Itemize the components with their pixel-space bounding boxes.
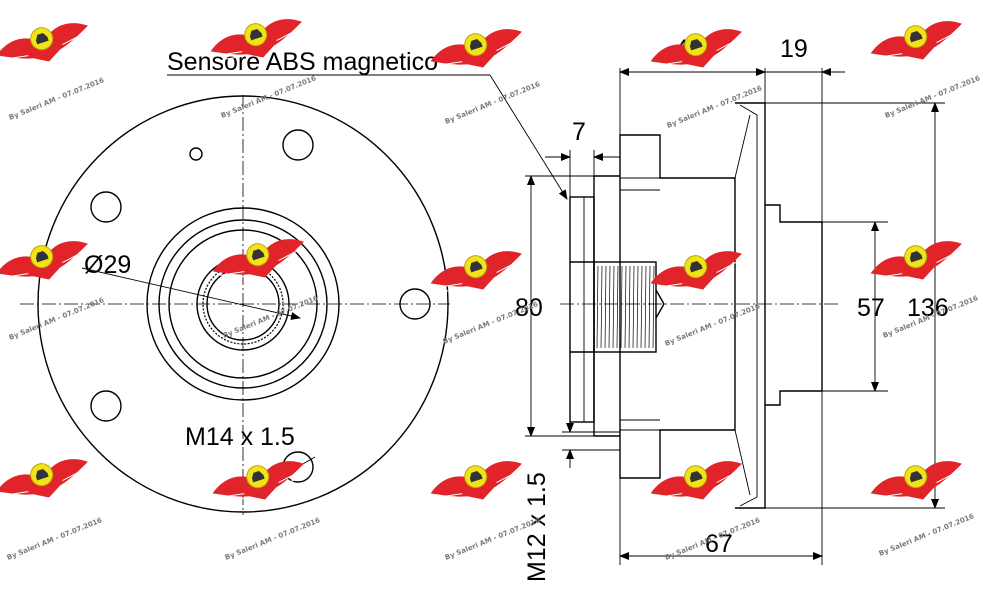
bolt-hole-top [282, 129, 314, 161]
watermark-text: By Saleri AM - 07.07.2016 [8, 296, 106, 342]
spline-tooth [648, 265, 651, 349]
front-view: Ø29 M14 x 1.5 [20, 95, 450, 515]
spline-tooth [608, 265, 611, 349]
spline-tip [655, 289, 665, 319]
hub-ring-outer [146, 207, 340, 401]
pin-hole [189, 147, 203, 161]
spline-tooth [620, 265, 623, 349]
watermark-logo [426, 450, 530, 515]
spline-outer [202, 263, 284, 345]
spline-shaft [593, 261, 657, 353]
dim-67-label: 67 [705, 530, 733, 558]
watermark-logo [866, 230, 970, 295]
brake-disc-bevel [739, 104, 758, 507]
spline-tooth [624, 265, 627, 349]
watermark-text: By Saleri AM - 07.07.2016 [220, 74, 318, 120]
hub-body-edges [570, 175, 620, 437]
watermark-text: By Saleri AM - 07.07.2016 [878, 512, 976, 558]
dim-7-label: 7 [572, 118, 586, 146]
watermark-text: By Saleri AM - 07.07.2016 [6, 516, 104, 562]
bolt-hole-lower-left [90, 390, 122, 422]
watermark-logo [426, 240, 530, 305]
watermark-text: By Saleri AM - 07.07.2016 [442, 300, 540, 346]
watermark-logo [0, 448, 96, 513]
spline-tooth [628, 265, 631, 349]
watermark-logo [866, 10, 970, 75]
spline-tooth [604, 265, 607, 349]
spline-tooth [612, 265, 615, 349]
watermark-text: By Saleri AM - 07.07.2016 [444, 80, 542, 126]
bore-diameter-label: Ø29 [84, 251, 131, 279]
hub-ring-mid [158, 219, 328, 389]
hub-ring-inner [168, 229, 318, 379]
watermark-logo [0, 12, 96, 77]
side-view [525, 68, 945, 565]
sensor-ring [569, 196, 595, 423]
watermark-logo [866, 450, 970, 515]
abs-sensor-leader [489, 74, 568, 200]
bolt-thread-label: M12 x 1.5 [523, 472, 551, 582]
watermark-layer: By Saleri AM - 07.07.2016 By Saleri AM -… [0, 8, 982, 562]
dimensions: 48 19 7 80 57 136 67 M12 x 1.5 [515, 35, 949, 582]
brake-disc-face [735, 102, 766, 509]
spline-tooth [636, 265, 639, 349]
spline-teeth [596, 265, 655, 349]
bolt-hole-right [399, 288, 431, 320]
abs-sensor-label: Sensore ABS magnetico [167, 48, 438, 76]
spline-tooth [640, 265, 643, 349]
bolt-hole-upper-left [90, 191, 122, 223]
dim-19-label: 19 [780, 35, 808, 63]
watermark-text: By Saleri AM - 07.07.2016 [664, 302, 762, 348]
spline-tooth [652, 265, 655, 349]
pilot-boss [765, 204, 823, 406]
dim-80-label: 80 [515, 294, 543, 322]
watermark-logo [426, 18, 530, 83]
dim-136-label: 136 [907, 294, 949, 322]
spline-tooth [632, 265, 635, 349]
spline-tooth [600, 265, 603, 349]
dim-57-label: 57 [857, 294, 885, 322]
flange-outline [37, 95, 449, 513]
bore-dia-leader [81, 267, 301, 320]
watermark-text: By Saleri AM - 07.07.2016 [8, 76, 106, 122]
stud-thread-label: M14 x 1.5 [185, 423, 295, 451]
brake-disc-taper [734, 114, 751, 496]
spline-tooth [616, 265, 619, 349]
watermark-text: By Saleri AM - 07.07.2016 [666, 84, 764, 130]
spline-tooth [596, 265, 599, 349]
watermark-logo [646, 240, 750, 305]
spline-tooth [644, 265, 647, 349]
watermark-text: By Saleri AM - 07.07.2016 [884, 74, 982, 120]
watermark-logo [646, 18, 750, 83]
watermark-logo [646, 450, 750, 515]
watermark-text: By Saleri AM - 07.07.2016 [224, 516, 322, 562]
